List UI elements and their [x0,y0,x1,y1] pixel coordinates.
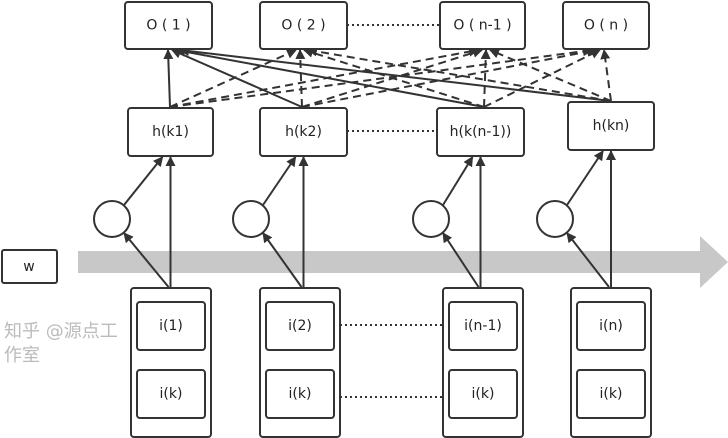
output-node-1: O ( 1 ) [124,1,213,50]
input-top-1: i(1) [136,301,206,351]
input-bottom-2-label: i(k) [289,386,312,402]
output-node-4: O ( n ) [562,1,650,50]
watermark: 知乎 @源点工作室 [4,321,118,366]
output-node-2: O ( 2 ) [259,1,348,50]
weight-label: w [23,259,34,275]
input-bottom-4: i(k) [576,369,646,419]
hidden-node-1: h(k1) [127,107,214,157]
arrow-input-gate [566,232,610,288]
arrow-gate-hidden [262,156,297,206]
output-node-1-label: O ( 1 ) [146,18,190,34]
input-bottom-1: i(k) [136,369,206,419]
hidden-node-3: h(k(n-1)) [436,107,525,157]
output-node-2-label: O ( 2 ) [281,18,325,34]
arrow-input-gate [262,232,303,288]
connection-h2-o2 [295,49,306,108]
input-top-2: i(2) [265,301,335,351]
connection-h1-o1 [163,49,174,108]
arrow-input-gate [123,232,170,288]
gate-circle-1 [93,200,131,238]
input-bottom-1-label: i(k) [160,386,183,402]
hidden-node-4: h(kn) [567,101,655,151]
hidden-node-2-label: h(k2) [285,124,322,140]
connection-h1-o3 [169,46,479,108]
hidden-node-2: h(k2) [259,107,348,157]
connection-h3-o4 [483,49,601,108]
input-top-3: i(n-1) [448,301,518,351]
gate-circle-3 [412,200,450,238]
gate-circle-4 [536,200,574,238]
input-bottom-2: i(k) [265,369,335,419]
output-node-3-label: O ( n-1 ) [453,18,511,34]
arrow-gate-hidden [442,156,474,206]
connection-h1-o2 [169,49,297,108]
weight-box: w [1,249,58,284]
input-bottom-3: i(k) [448,369,518,419]
connection-h2-o4 [301,46,597,108]
input-top-2-label: i(2) [288,318,312,334]
connection-h2-o1 [171,49,303,108]
weight-band-arrow [78,236,728,288]
arrow-gate-hidden [566,150,604,206]
arrow-gate-hidden [123,156,164,206]
connection-h4-o1 [179,46,612,102]
connection-h3-o1 [175,46,485,108]
input-top-3-label: i(n-1) [464,318,502,334]
hidden-node-4-label: h(kn) [593,118,630,134]
input-bottom-4-label: i(k) [600,386,623,402]
connection-h4-o3 [489,48,612,102]
gate-circle-2 [232,200,270,238]
connection-h1-o4 [169,46,593,108]
input-top-1-label: i(1) [159,318,183,334]
output-node-3: O ( n-1 ) [439,1,526,50]
input-top-4-label: i(n) [599,318,623,334]
input-bottom-3-label: i(k) [472,386,495,402]
connection-h4-o4 [600,49,612,102]
connection-h3-o3 [480,49,491,108]
input-top-4: i(n) [576,301,646,351]
hidden-node-3-label: h(k(n-1)) [450,124,512,140]
hidden-node-1-label: h(k1) [152,124,189,140]
arrow-input-gate [442,232,480,288]
connection-h3-o2 [303,47,485,108]
output-node-4-label: O ( n ) [584,18,628,34]
